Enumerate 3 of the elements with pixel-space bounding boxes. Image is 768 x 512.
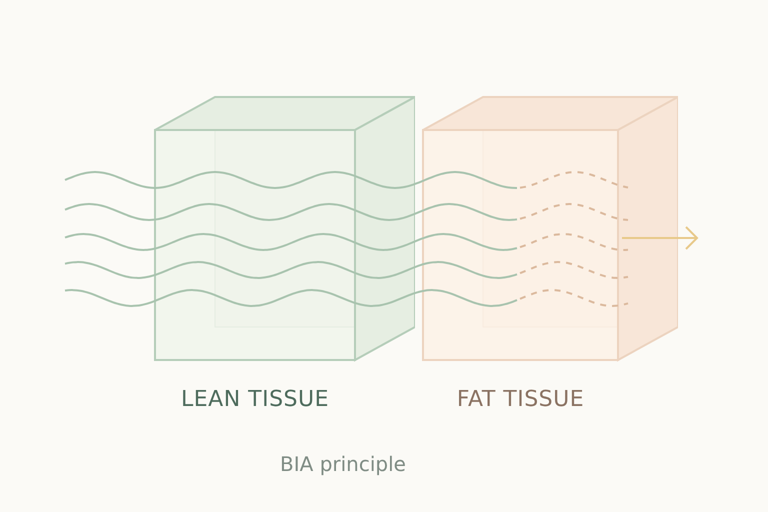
caption-text: BIA principle [280, 452, 406, 476]
tissue-label: LEAN TISSUE [180, 387, 330, 412]
tissue-label: FAT TISSUE [456, 387, 584, 412]
